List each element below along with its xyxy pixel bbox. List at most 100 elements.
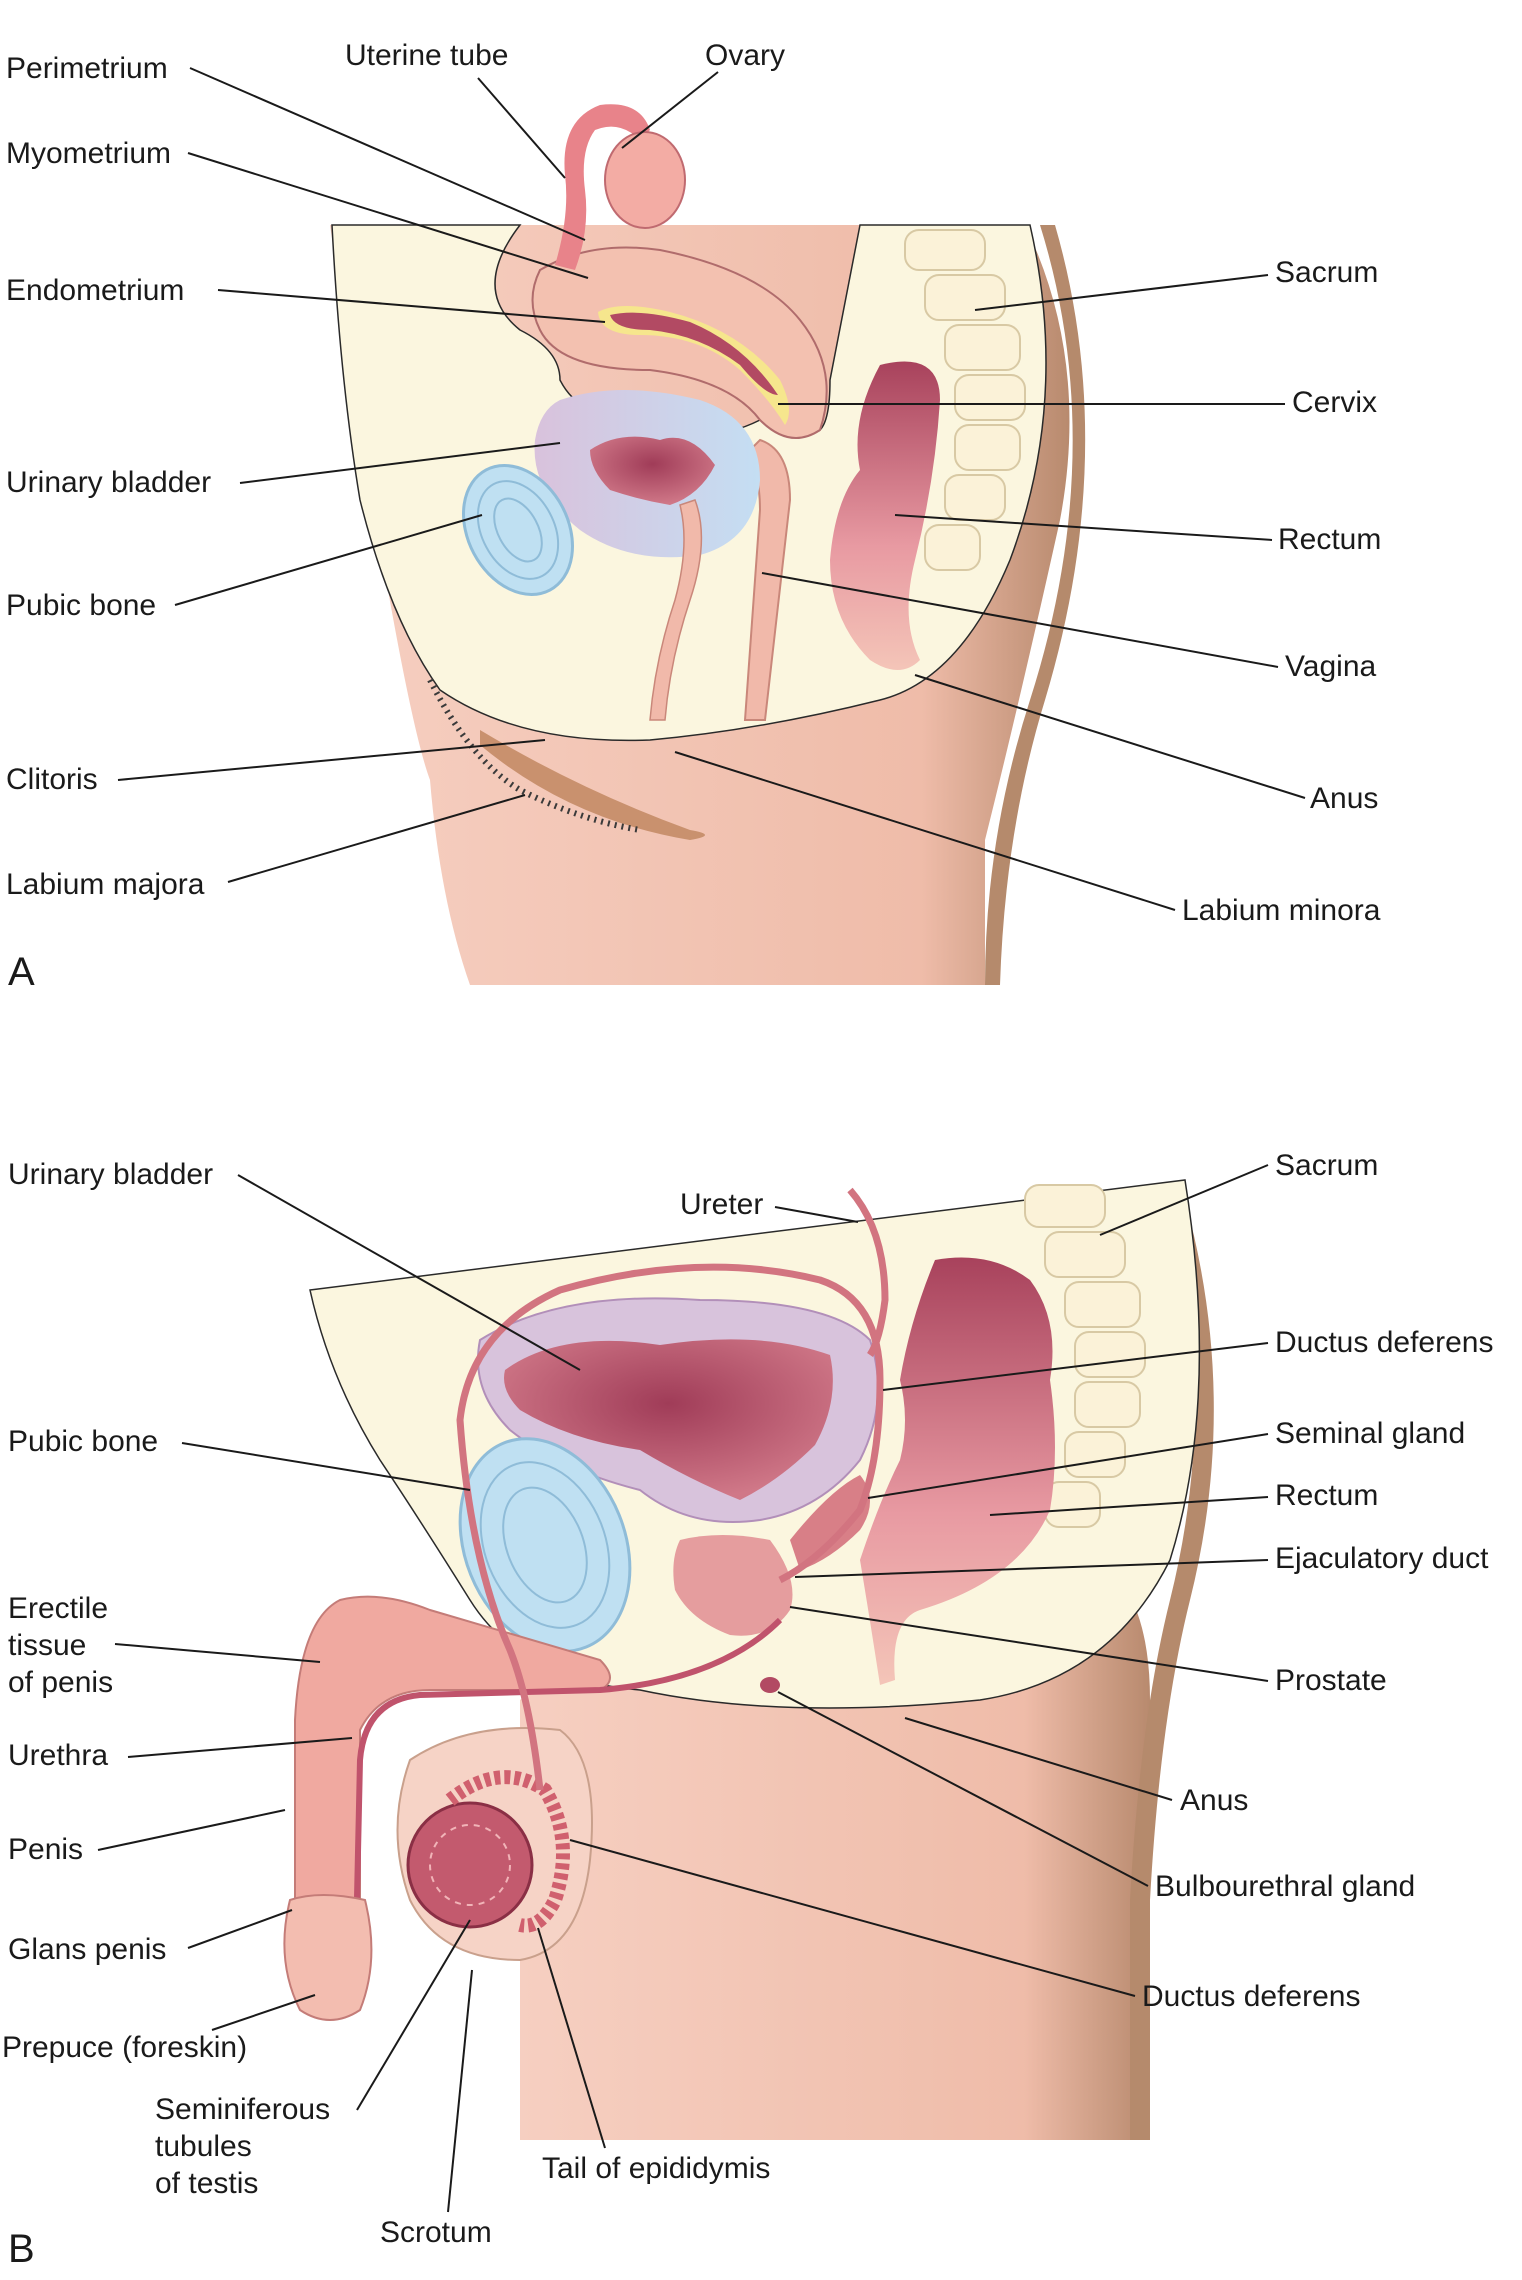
male-body-illustration	[283, 1179, 1214, 2140]
panel-a-leader-lines	[117, 67, 1306, 911]
label-labium-majora: Labium majora	[6, 868, 205, 901]
label-seminiferous-1: Seminiferous	[155, 2093, 330, 2126]
label-labium-minora: Labium minora	[1182, 894, 1381, 927]
female-bladder-lumen	[590, 436, 715, 505]
male-pubic-bone-core	[502, 1486, 588, 1604]
leader-erectile-tissue	[114, 1643, 321, 1663]
female-labium-contour	[480, 730, 705, 840]
label-urethra: Urethra	[8, 1739, 108, 1772]
female-ovary	[604, 131, 686, 229]
label-erectile-tissue-1: Erectile	[8, 1592, 108, 1625]
panel-b-letter: B	[8, 2227, 35, 2271]
label-pubic-bone-a: Pubic bone	[6, 589, 156, 622]
label-scrotum: Scrotum	[380, 2216, 492, 2249]
label-erectile-tissue-3: of penis	[8, 1666, 113, 1699]
male-bulbourethral-gland	[760, 1677, 780, 1693]
leader-prepuce	[211, 1994, 316, 2031]
male-testis	[406, 1801, 534, 1929]
leader-vagina	[761, 572, 1279, 668]
label-prepuce: Prepuce (foreskin)	[2, 2031, 247, 2064]
label-pubic-bone-b: Pubic bone	[8, 1425, 158, 1458]
leader-seminal-gland	[867, 1433, 1269, 1499]
label-seminiferous-3: of testis	[155, 2167, 258, 2200]
female-uterine-tube	[555, 104, 650, 271]
leader-pubic-bone-a	[174, 514, 483, 606]
male-sacrum-bone	[1024, 1184, 1146, 1528]
leader-anus-b	[904, 1717, 1173, 1801]
label-ductus-deferens-lower: Ductus deferens	[1142, 1980, 1360, 2013]
leader-endometrium	[217, 289, 606, 323]
panel-b-leader-lines	[97, 1164, 1269, 2213]
leader-urinary-bladder-a	[239, 442, 561, 484]
label-endometrium: Endometrium	[6, 274, 184, 307]
female-pubic-hair	[427, 678, 641, 833]
female-pubic-bone-core	[493, 497, 543, 563]
label-sacrum-a: Sacrum	[1275, 256, 1378, 289]
label-perimetrium: Perimetrium	[6, 52, 168, 85]
male-skin-edge	[1130, 1200, 1214, 2140]
label-ejaculatory-duct: Ejaculatory duct	[1275, 1542, 1489, 1575]
leader-ovary	[621, 71, 719, 149]
leader-rectum-a	[894, 514, 1273, 541]
leader-labium-minora	[674, 751, 1176, 911]
female-sacrum-bone	[904, 229, 1026, 571]
female-rectum	[830, 361, 940, 670]
label-cervix: Cervix	[1292, 386, 1377, 419]
male-bladder-lumen	[504, 1339, 833, 1500]
female-pubic-bone-ring	[476, 480, 560, 580]
label-seminiferous-2: tubules	[155, 2130, 252, 2163]
leader-perimetrium	[189, 67, 586, 241]
leader-penis	[97, 1809, 286, 1851]
leader-ductus-deferens-upper	[882, 1342, 1269, 1391]
leader-ductus-deferens-lower	[569, 1839, 1136, 1997]
female-pubic-bone	[462, 464, 574, 596]
male-testis-inner	[429, 1824, 511, 1906]
male-seminal-gland	[790, 1475, 870, 1570]
label-anus-a: Anus	[1310, 782, 1378, 815]
leader-bulbourethral-gland	[777, 1691, 1149, 1887]
label-rectum-b: Rectum	[1275, 1479, 1378, 1512]
label-ductus-deferens-upper: Ductus deferens	[1275, 1326, 1493, 1359]
label-rectum-a: Rectum	[1278, 523, 1381, 556]
male-glans-penis	[283, 1894, 373, 2021]
leader-glans-penis	[187, 1909, 293, 1949]
label-sacrum-b: Sacrum	[1275, 1149, 1378, 1182]
male-rectum	[860, 1257, 1055, 1685]
label-prostate: Prostate	[1275, 1664, 1387, 1697]
female-uterus	[531, 246, 828, 439]
leader-myometrium	[187, 152, 589, 279]
leader-clitoris	[117, 739, 546, 781]
male-pubic-bone-ring	[479, 1461, 611, 1629]
label-ovary: Ovary	[705, 39, 785, 72]
leader-uterine-tube	[477, 77, 566, 179]
male-ureter	[847, 1187, 889, 1357]
label-uterine-tube: Uterine tube	[345, 39, 508, 72]
label-anus-b: Anus	[1180, 1784, 1248, 1817]
male-prostate	[673, 1535, 793, 1636]
female-urethra	[649, 499, 703, 721]
panel-a-female: A Perimetrium Uterine tube Ovary Myometr…	[6, 39, 1381, 994]
male-skin-region	[520, 1580, 1150, 2140]
male-epididymis	[445, 1770, 570, 1933]
label-seminal-gland: Seminal gland	[1275, 1417, 1465, 1450]
leader-prostate	[789, 1606, 1269, 1682]
label-ureter: Ureter	[680, 1188, 763, 1221]
label-tail-epididymis: Tail of epididymis	[542, 2152, 770, 2185]
leader-pubic-bone-b	[181, 1442, 471, 1491]
label-vagina: Vagina	[1285, 650, 1377, 683]
label-myometrium: Myometrium	[6, 137, 171, 170]
leader-urethra	[127, 1737, 353, 1758]
label-penis: Penis	[8, 1833, 83, 1866]
leader-seminiferous-tubules	[356, 1919, 471, 2111]
male-urethra-path	[352, 1617, 783, 1991]
leader-ejaculatory-duct	[794, 1559, 1269, 1578]
label-bulbourethral-gland: Bulbourethral gland	[1155, 1870, 1415, 1903]
panel-a-labels: Perimetrium Uterine tube Ovary Myometriu…	[6, 39, 1381, 927]
label-urinary-bladder-b: Urinary bladder	[8, 1158, 213, 1191]
female-skin-edge	[985, 225, 1086, 985]
label-clitoris: Clitoris	[6, 763, 98, 796]
leader-tail-epididymis	[537, 1927, 606, 2149]
label-glans-penis: Glans penis	[8, 1933, 166, 1966]
panel-a-letter: A	[8, 950, 35, 994]
